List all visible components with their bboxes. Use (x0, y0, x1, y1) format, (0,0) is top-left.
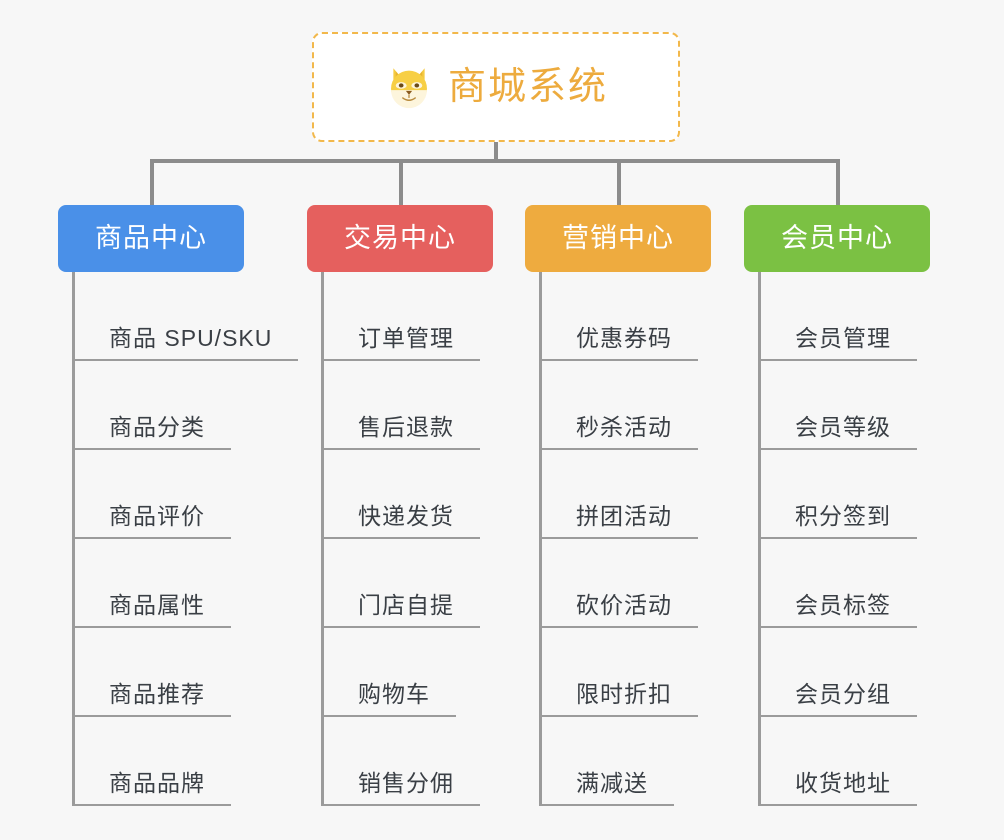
root-node[interactable]: 商城系统 (312, 32, 680, 142)
leaf-item[interactable]: 会员分组 (761, 628, 917, 717)
leaf-item-label: 售后退款 (324, 416, 480, 450)
leaf-item[interactable]: 门店自提 (324, 539, 480, 628)
category-box-4[interactable]: 会员中心 (744, 205, 930, 272)
leaf-item-label: 收货地址 (761, 772, 917, 806)
leaf-item-label: 商品 SPU/SKU (75, 327, 299, 361)
leaf-item[interactable]: 会员等级 (761, 361, 917, 450)
leaf-item-label: 拼团活动 (542, 505, 698, 539)
leaf-item[interactable]: 快递发货 (324, 450, 480, 539)
connector-drop-2 (399, 159, 403, 205)
leaf-item[interactable]: 拼团活动 (542, 450, 698, 539)
shiba-dog-icon (384, 62, 434, 112)
leaf-item-label: 商品分类 (75, 416, 231, 450)
leaf-column-2: 订单管理售后退款快递发货门店自提购物车销售分佣 (321, 272, 480, 806)
leaf-item-label: 会员等级 (761, 416, 917, 450)
leaf-item-label: 门店自提 (324, 594, 480, 628)
leaf-item-label: 满减送 (542, 772, 674, 806)
leaf-item-label: 快递发货 (324, 505, 480, 539)
leaf-item[interactable]: 订单管理 (324, 272, 480, 361)
leaf-item[interactable]: 商品 SPU/SKU (75, 272, 299, 361)
category-box-1[interactable]: 商品中心 (58, 205, 244, 272)
leaf-item-label: 购物车 (324, 683, 456, 717)
leaf-item-label: 商品品牌 (75, 772, 231, 806)
leaf-item-label: 会员标签 (761, 594, 917, 628)
category-box-3[interactable]: 营销中心 (525, 205, 711, 272)
leaf-item[interactable]: 收货地址 (761, 717, 917, 806)
leaf-item-label: 会员管理 (761, 327, 917, 361)
leaf-item-label: 商品属性 (75, 594, 231, 628)
connector-drop-3 (617, 159, 621, 205)
leaf-item[interactable]: 销售分佣 (324, 717, 480, 806)
leaf-column-3: 优惠券码秒杀活动拼团活动砍价活动限时折扣满减送 (539, 272, 698, 806)
connector-drop-1 (150, 159, 154, 205)
leaf-column-4: 会员管理会员等级积分签到会员标签会员分组收货地址 (758, 272, 917, 806)
leaf-item[interactable]: 优惠券码 (542, 272, 698, 361)
leaf-item[interactable]: 商品属性 (75, 539, 298, 628)
leaf-item-label: 砍价活动 (542, 594, 698, 628)
leaf-item-label: 会员分组 (761, 683, 917, 717)
leaf-item-label: 积分签到 (761, 505, 917, 539)
connector-drop-4 (836, 159, 840, 205)
leaf-item[interactable]: 限时折扣 (542, 628, 698, 717)
leaf-item[interactable]: 砍价活动 (542, 539, 698, 628)
leaf-item[interactable]: 会员标签 (761, 539, 917, 628)
leaf-item[interactable]: 售后退款 (324, 361, 480, 450)
leaf-item-label: 限时折扣 (542, 683, 698, 717)
leaf-item[interactable]: 积分签到 (761, 450, 917, 539)
leaf-item-label: 销售分佣 (324, 772, 480, 806)
connector-root-stem (494, 142, 498, 163)
leaf-item-label: 秒杀活动 (542, 416, 698, 450)
leaf-item[interactable]: 购物车 (324, 628, 480, 717)
leaf-item-label: 商品推荐 (75, 683, 231, 717)
leaf-column-1: 商品 SPU/SKU 商品分类商品评价商品属性商品推荐商品品牌 (72, 272, 299, 806)
leaf-item-label: 商品评价 (75, 505, 231, 539)
leaf-item[interactable]: 商品评价 (75, 450, 298, 539)
category-label: 商品中心 (95, 223, 207, 253)
leaf-item[interactable]: 秒杀活动 (542, 361, 698, 450)
leaf-item-label: 订单管理 (324, 327, 480, 361)
leaf-item-label: 优惠券码 (542, 327, 698, 361)
category-label: 交易中心 (344, 223, 456, 253)
connector-horizontal-bus (150, 159, 840, 163)
leaf-item[interactable]: 会员管理 (761, 272, 917, 361)
leaf-item[interactable]: 商品分类 (75, 361, 298, 450)
root-title: 商城系统 (447, 66, 608, 108)
leaf-item[interactable]: 满减送 (542, 717, 698, 806)
category-box-2[interactable]: 交易中心 (307, 205, 493, 272)
category-label: 营销中心 (562, 223, 674, 253)
leaf-item[interactable]: 商品推荐 (75, 628, 298, 717)
category-label: 会员中心 (781, 223, 893, 253)
leaf-item[interactable]: 商品品牌 (75, 717, 298, 806)
